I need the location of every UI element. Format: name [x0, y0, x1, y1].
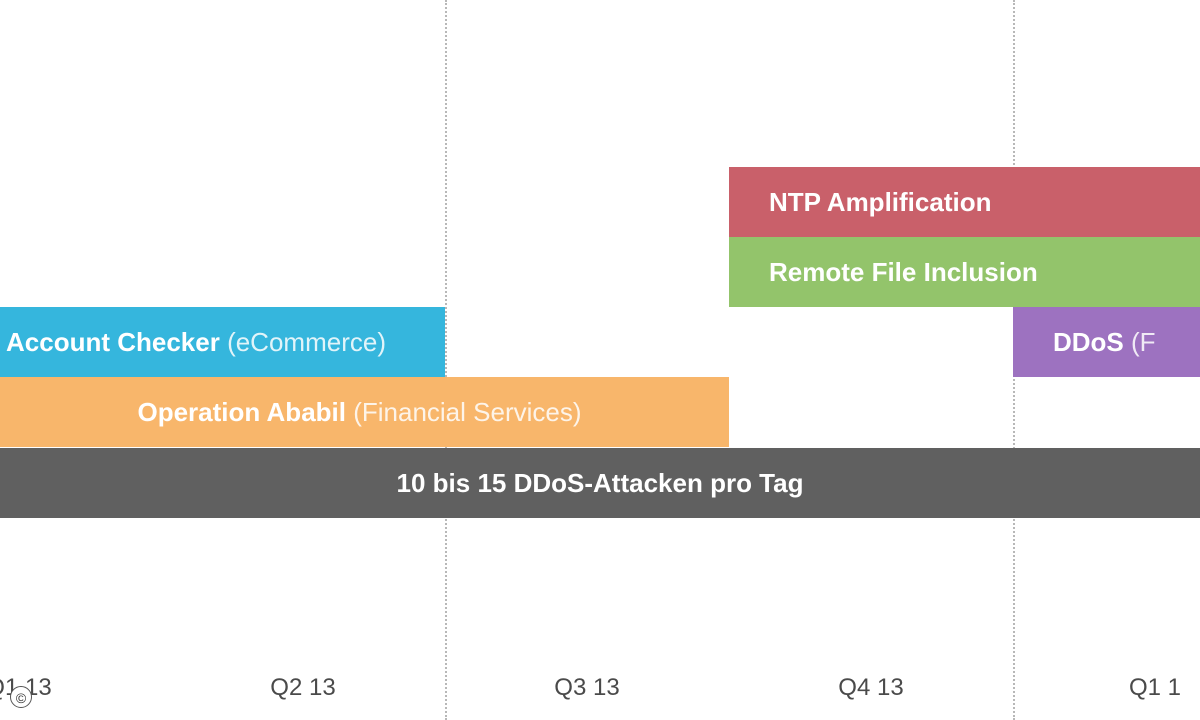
bar-sector-label: (Financial Services)	[345, 396, 582, 427]
bar-sector-label: (F	[1123, 326, 1156, 357]
bar-label: Account Checker	[6, 326, 220, 357]
quarter-tick-label: Q3 13	[554, 674, 620, 701]
quarter-divider	[445, 0, 447, 720]
bar-label: DDoS	[1053, 326, 1124, 357]
bar-label: 10 bis 15 DDoS-Attacken pro Tag	[396, 467, 804, 498]
timeline-bar: NTP Amplification	[729, 167, 1200, 237]
bar-label: Operation Ababil	[137, 396, 346, 427]
bar-label: Remote File Inclusion	[769, 256, 1038, 287]
timeline-bar: 10 bis 15 DDoS-Attacken pro Tag	[0, 448, 1200, 518]
timeline-bar: Operation Ababil (Financial Services)	[0, 377, 729, 447]
quarter-tick-label: Q4 13	[838, 674, 904, 701]
bar-label: NTP Amplification	[769, 186, 992, 217]
timeline-bar: Remote File Inclusion	[729, 237, 1200, 307]
copyright-icon: ©	[10, 686, 32, 708]
quarter-tick-label: Q1 1	[1128, 674, 1182, 701]
bar-sector-label: (eCommerce)	[219, 326, 386, 357]
quarter-tick-label: Q2 13	[270, 674, 336, 701]
timeline-bar: DDoS (F	[1013, 307, 1200, 377]
timeline-bar: Account Checker (eCommerce)	[0, 307, 445, 377]
